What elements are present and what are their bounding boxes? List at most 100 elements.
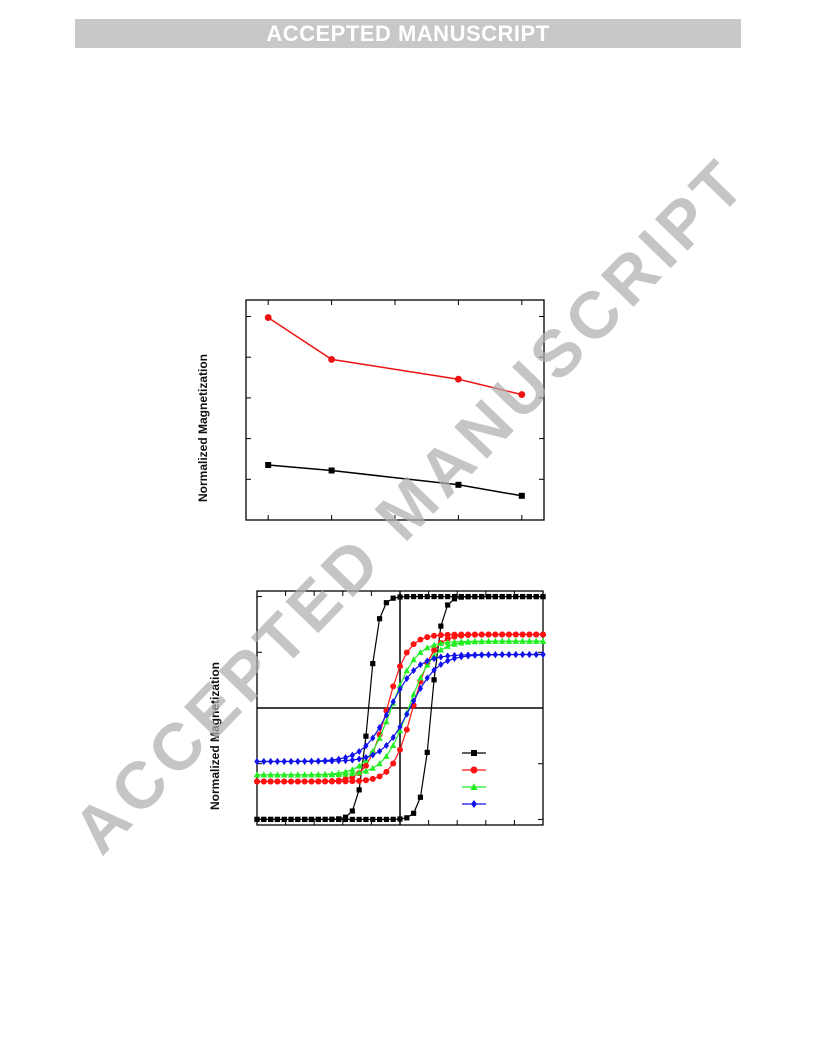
data-point	[369, 747, 376, 754]
data-point	[444, 639, 451, 646]
data-point	[499, 593, 505, 600]
data-point	[356, 769, 363, 776]
data-point	[431, 647, 438, 654]
data-point	[485, 651, 492, 659]
data-point	[410, 690, 417, 697]
data-point	[451, 593, 458, 600]
data-point	[438, 661, 444, 669]
data-point	[321, 770, 329, 777]
data-point	[465, 593, 471, 600]
data-point	[404, 675, 410, 683]
data-point	[485, 631, 492, 638]
data-point	[417, 593, 424, 600]
data-point	[431, 677, 437, 683]
data-point	[526, 593, 532, 600]
data-point	[411, 666, 417, 675]
data-point	[431, 666, 437, 674]
data-point	[264, 314, 272, 322]
data-point	[336, 816, 342, 822]
data-point	[301, 778, 308, 785]
data-point	[445, 652, 451, 660]
legend-marker	[471, 750, 477, 756]
data-point	[411, 593, 417, 600]
data-point	[417, 649, 424, 656]
data-point	[451, 631, 458, 638]
data-point	[356, 755, 362, 763]
data-point	[417, 674, 424, 681]
data-point	[260, 778, 267, 785]
data-point	[458, 651, 464, 659]
data-point	[403, 667, 410, 674]
data-point	[540, 593, 546, 600]
data-point	[288, 778, 295, 785]
data-point	[383, 741, 389, 750]
data-point	[464, 638, 472, 644]
data-point	[322, 778, 329, 785]
data-point	[315, 816, 321, 823]
data-point	[274, 757, 281, 765]
data-point	[376, 616, 383, 622]
data-point	[335, 777, 342, 784]
data-point	[417, 661, 424, 669]
banner-text: ACCEPTED MANUSCRIPT	[266, 20, 550, 46]
data-point	[390, 816, 396, 822]
data-point	[540, 631, 546, 638]
data-point	[254, 778, 260, 785]
data-point	[268, 757, 274, 765]
data-point	[451, 651, 458, 659]
data-point	[390, 683, 397, 690]
data-point	[281, 778, 288, 785]
data-point	[424, 674, 430, 682]
data-point	[315, 778, 322, 785]
data-point	[267, 778, 274, 785]
data-point	[356, 816, 362, 823]
data-point	[363, 753, 369, 761]
data-point	[342, 754, 349, 762]
data-point	[356, 762, 363, 769]
data-point	[308, 771, 315, 778]
data-point	[295, 757, 301, 765]
data-point	[499, 631, 506, 638]
series-2	[264, 314, 526, 399]
data-point	[465, 651, 471, 659]
data-point	[362, 777, 369, 784]
data-point	[471, 631, 478, 638]
data-point	[370, 816, 376, 823]
data-point	[526, 651, 532, 659]
data-point	[261, 816, 267, 823]
data-point	[437, 632, 444, 639]
data-point	[410, 641, 417, 648]
legend-marker	[470, 766, 478, 774]
data-point	[533, 593, 539, 600]
data-point	[274, 771, 281, 778]
data-point	[383, 600, 389, 606]
data-point	[274, 816, 281, 823]
data-point	[445, 593, 451, 600]
top-chart-y-axis-label: Normalized Magnetization	[196, 353, 210, 502]
data-point	[424, 593, 430, 600]
data-point	[417, 636, 424, 643]
data-point	[265, 462, 272, 468]
data-point	[370, 661, 376, 667]
data-point	[518, 492, 525, 499]
data-point	[506, 593, 512, 600]
data-point	[370, 734, 376, 742]
data-point	[315, 757, 321, 765]
data-point	[288, 816, 294, 823]
loop-series-3	[253, 637, 547, 778]
data-point	[492, 651, 498, 659]
data-point	[342, 776, 349, 783]
data-point	[512, 631, 519, 638]
data-point	[403, 726, 410, 733]
data-point	[261, 757, 267, 765]
data-point	[519, 631, 526, 638]
data-point	[376, 734, 383, 741]
data-point	[445, 602, 451, 608]
data-point	[526, 637, 533, 644]
data-point	[281, 757, 287, 765]
data-point	[438, 593, 444, 600]
data-point	[376, 816, 383, 823]
data-point	[505, 631, 512, 638]
data-point	[513, 651, 519, 659]
data-point	[302, 757, 308, 765]
